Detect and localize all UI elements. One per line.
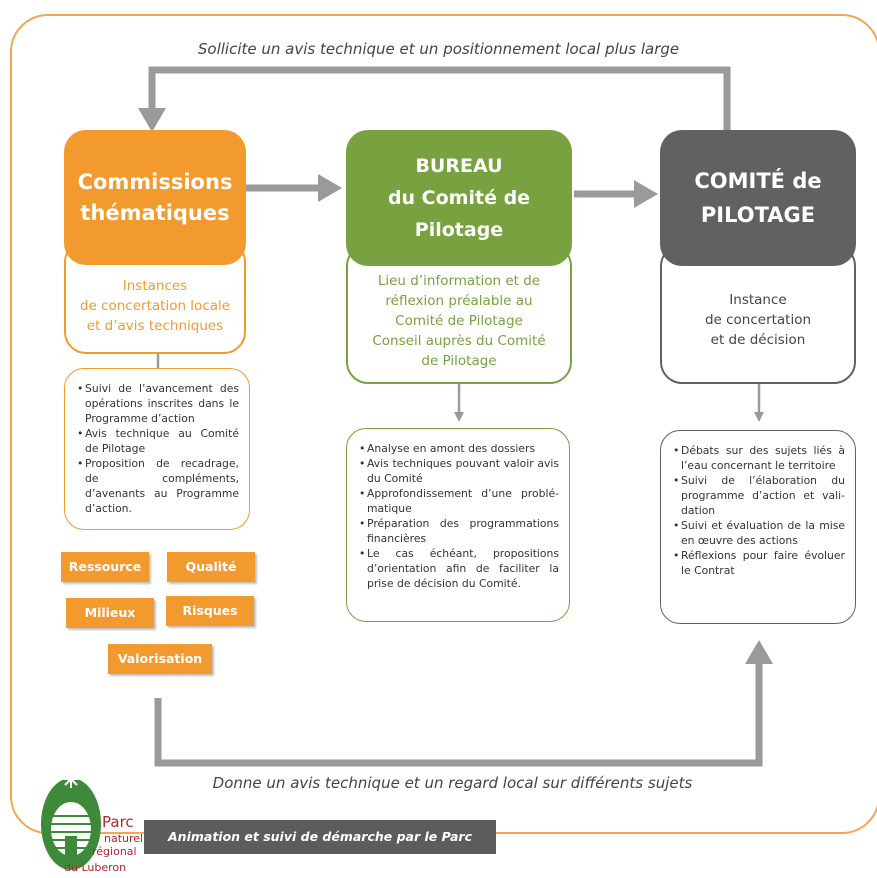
tag-risques: Risques bbox=[166, 596, 254, 626]
tag-ressource: Ressource bbox=[61, 552, 149, 582]
comite-desc-line: et de décision bbox=[710, 332, 806, 348]
list-item: Proposition de recadrage, de compléments… bbox=[77, 456, 239, 516]
footer-bar: Animation et suivi de démarche par le Pa… bbox=[144, 820, 496, 854]
commissions-task-list: Suivi de l’avancement des opérations ins… bbox=[64, 368, 250, 530]
top-loop-arrow-line bbox=[148, 66, 731, 130]
bureau-desc-line: de Pilotage bbox=[421, 353, 497, 369]
bureau-task-list: Analyse en amont des dossiers Avis techn… bbox=[346, 428, 570, 622]
tag-valorisation: Valorisation bbox=[108, 644, 212, 674]
list-item: Suivi et évaluation de la mise en œuvre … bbox=[673, 518, 845, 548]
top-loop-arrowhead bbox=[138, 108, 166, 132]
bureau-title-line: du Comité de bbox=[387, 187, 531, 209]
commissions-desc-line: Instances bbox=[122, 278, 188, 294]
parc-luberon-logo-icon bbox=[41, 770, 101, 870]
list-item: Analyse en amont des dossiers bbox=[359, 441, 559, 456]
list-item: Suivi de l’élaboration du programme d’ac… bbox=[673, 473, 845, 518]
commissions-title-line: thématiques bbox=[80, 200, 230, 225]
comite-desc-line: Instance bbox=[729, 292, 787, 308]
bureau-header: BUREAU du Comité de Pilotage bbox=[346, 130, 572, 266]
list-item: Réflexions pour faire évoluer le Contrat bbox=[673, 548, 845, 578]
bureau-desc-line: Conseil auprès du Comité bbox=[372, 333, 546, 349]
bureau-title-line: Pilotage bbox=[414, 219, 504, 241]
list-item: Débats sur des sujets liés à l’eau conce… bbox=[673, 443, 845, 473]
list-item: Avis technique au Comité de Pilotage bbox=[77, 426, 239, 456]
logo-line: régional bbox=[92, 845, 137, 858]
tag-qualite: Qualité bbox=[167, 552, 255, 582]
bottom-loop-arrowhead bbox=[745, 640, 773, 664]
logo-line: du Luberon bbox=[64, 861, 127, 874]
comite-title-line: PILOTAGE bbox=[700, 203, 816, 227]
list-item: Le cas échéant, propositions d’orientati… bbox=[359, 546, 559, 591]
parc-luberon-logo: Parc naturel régional du Luberon bbox=[36, 766, 156, 878]
commissions-header: Commissions thématiques bbox=[64, 130, 246, 265]
bureau-desc-line: Comité de Pilotage bbox=[395, 313, 523, 329]
logo-line: naturel bbox=[104, 832, 144, 845]
commissions-desc-line: et d’avis techniques bbox=[86, 318, 224, 334]
arrow-comite-down-head bbox=[754, 412, 764, 422]
comite-description: Instance de concertation et de décision bbox=[660, 244, 856, 384]
logo-line: Parc bbox=[102, 813, 134, 831]
bureau-desc-line: réflexion préalable au bbox=[385, 293, 533, 309]
list-item: Approfondissement d’une problé-matique bbox=[359, 486, 559, 516]
list-item: Suivi de l’avancement des opérations ins… bbox=[77, 381, 239, 426]
arrow-commissions-bureau-head bbox=[318, 174, 342, 202]
comite-title-line: COMITÉ de bbox=[694, 169, 822, 193]
top-caption: Sollicite un avis technique et un positi… bbox=[197, 40, 680, 58]
commissions-title-line: Commissions bbox=[77, 169, 233, 194]
comite-task-list: Débats sur des sujets liés à l’eau conce… bbox=[660, 430, 856, 624]
bureau-desc-line: Lieu d’information et de bbox=[377, 273, 541, 289]
bureau-title-line: BUREAU bbox=[415, 155, 503, 177]
commissions-desc-line: de concertation locale bbox=[79, 298, 231, 314]
arrow-bureau-down-head bbox=[454, 412, 464, 422]
bottom-loop-arrow-line bbox=[154, 660, 763, 767]
list-item: Avis techniques pouvant valoir avis du C… bbox=[359, 456, 559, 486]
list-item: Préparation des programmations financièr… bbox=[359, 516, 559, 546]
bureau-description: Lieu d’information et de réflexion préal… bbox=[346, 244, 572, 384]
bottom-caption: Donne un avis technique et un regard loc… bbox=[212, 774, 693, 792]
arrow-bureau-comite-head bbox=[634, 180, 658, 208]
comite-desc-line: de concertation bbox=[704, 312, 812, 328]
tag-milieux: Milieux bbox=[66, 598, 154, 628]
comite-header: COMITÉ de PILOTAGE bbox=[660, 130, 856, 266]
